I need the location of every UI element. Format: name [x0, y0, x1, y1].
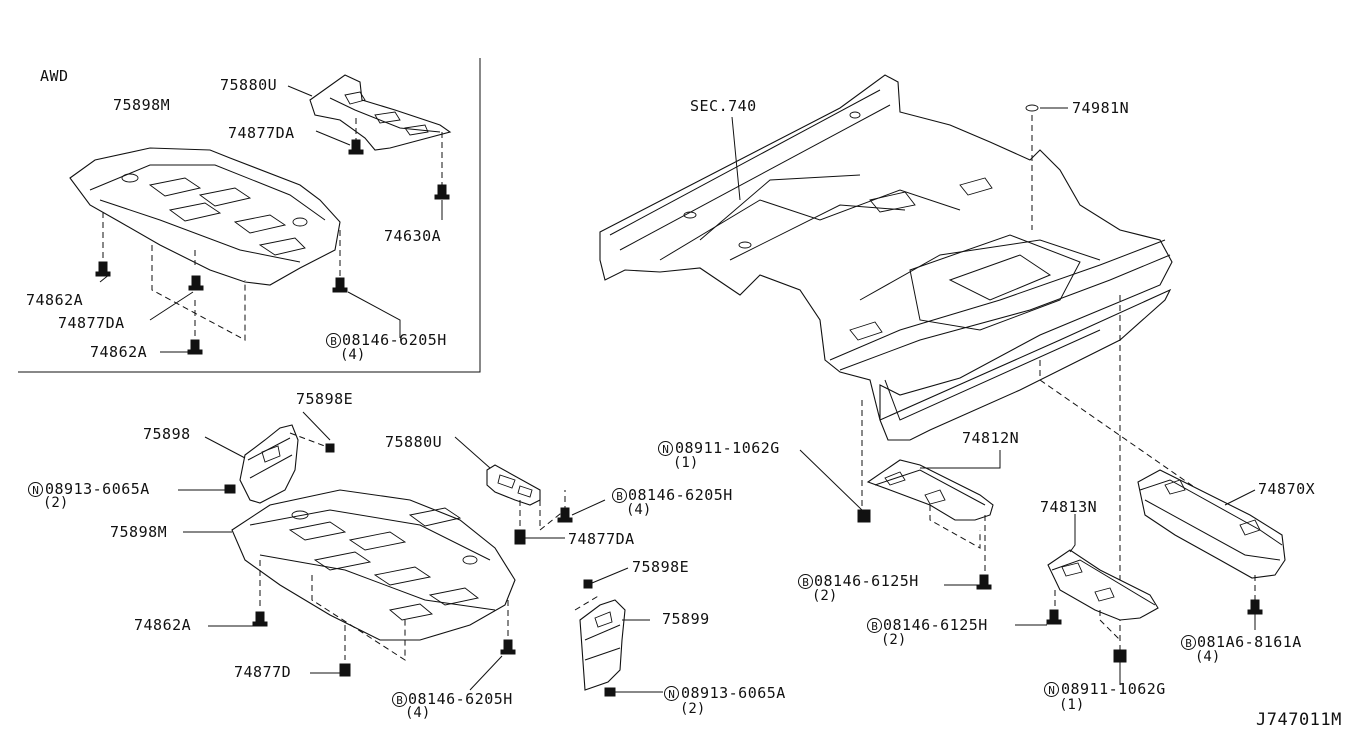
quantity-08146-6205h-awd: (4) — [340, 347, 366, 363]
part-label-08146-6125h-2[interactable]: 08146-6125H — [883, 616, 988, 634]
inset-title-awd: AWD — [40, 67, 69, 85]
part-label-74862a-awd-1[interactable]: 74862A — [26, 291, 84, 309]
bolt-prefix-icon: B — [867, 618, 882, 633]
bracket-74813n-drawing — [1047, 549, 1159, 621]
quantity-08913-6065a-1: (2) — [43, 495, 69, 511]
quantity-081a6-8161a: (4) — [1195, 649, 1221, 665]
quantity-08146-6205h-3: (4) — [405, 705, 431, 721]
bracket-75880u-awd-drawing — [309, 74, 452, 151]
part-label-081a6-8161a[interactable]: 081A6-8161A — [1197, 633, 1302, 651]
bolt-prefix-icon: B — [326, 333, 341, 348]
bolt-prefix-icon: B — [798, 574, 813, 589]
section-label-sec740[interactable]: SEC.740 — [690, 97, 757, 115]
floor-panel-sec740-drawing — [599, 74, 1173, 441]
part-label-75898m[interactable]: 75898M — [110, 523, 168, 541]
undercover-75898m-drawing — [231, 489, 516, 641]
quantity-08146-6125h-2: (2) — [881, 632, 907, 648]
part-label-75880u-awd[interactable]: 75880U — [220, 76, 278, 94]
nut-prefix-icon: N — [1044, 682, 1059, 697]
part-label-08146-6205h-awd[interactable]: 08146-6205H — [342, 331, 447, 349]
splash-shield-75898-drawing — [239, 424, 299, 504]
quantity-08913-6065a-2: (2) — [680, 701, 706, 717]
quantity-08146-6205h-2: (4) — [626, 502, 652, 518]
part-label-74877d[interactable]: 74877D — [234, 663, 292, 681]
nut-prefix-icon: N — [658, 441, 673, 456]
bracket-75880u-drawing — [486, 464, 541, 506]
part-label-08911-1062g-1[interactable]: 08911-1062G — [675, 439, 780, 457]
part-label-74813n[interactable]: 74813N — [1040, 498, 1098, 516]
part-label-08911-1062g-2[interactable]: 08911-1062G — [1061, 680, 1166, 698]
quantity-08911-1062g-1: (1) — [673, 455, 699, 471]
nut-prefix-icon: N — [28, 482, 43, 497]
part-label-08146-6205h-3[interactable]: 08146-6205H — [408, 690, 513, 708]
awd-inset-frame — [18, 58, 481, 373]
part-label-75898m-awd[interactable]: 75898M — [113, 96, 171, 114]
part-label-74812n[interactable]: 74812N — [962, 429, 1020, 447]
part-label-75898e-2[interactable]: 75898E — [632, 558, 690, 576]
bolt-prefix-icon: B — [612, 488, 627, 503]
part-label-75899[interactable]: 75899 — [662, 610, 710, 628]
part-label-08146-6205h-2[interactable]: 08146-6205H — [628, 486, 733, 504]
diagram-id: J747011M — [1256, 710, 1342, 730]
part-label-74877da-awd-top[interactable]: 74877DA — [228, 124, 295, 142]
bolt-prefix-icon: B — [392, 692, 407, 707]
part-label-08913-6065a-1[interactable]: 08913-6065A — [45, 480, 150, 498]
bolt-prefix-icon: B — [1181, 635, 1196, 650]
bracket-74812n-drawing — [866, 459, 994, 521]
part-label-08913-6065a-2[interactable]: 08913-6065A — [681, 684, 786, 702]
part-label-74862a[interactable]: 74862A — [134, 616, 192, 634]
part-label-08146-6125h-1[interactable]: 08146-6125H — [814, 572, 919, 590]
part-label-74981n[interactable]: 74981N — [1072, 99, 1130, 117]
undercover-75898m-awd-drawing — [69, 147, 341, 286]
crossmember-74870x-drawing — [1137, 469, 1286, 579]
part-label-74862a-awd-2[interactable]: 74862A — [90, 343, 148, 361]
part-label-74630a[interactable]: 74630A — [384, 227, 442, 245]
splash-shield-75899-drawing — [579, 599, 626, 691]
quantity-08911-1062g-2: (1) — [1059, 697, 1085, 713]
part-label-75898e-1[interactable]: 75898E — [296, 390, 354, 408]
part-label-74877da-awd-2[interactable]: 74877DA — [58, 314, 125, 332]
part-label-74877da[interactable]: 74877DA — [568, 530, 635, 548]
quantity-08146-6125h-1: (2) — [812, 588, 838, 604]
part-label-74870x[interactable]: 74870X — [1258, 480, 1316, 498]
nut-prefix-icon: N — [664, 686, 679, 701]
part-label-75880u[interactable]: 75880U — [385, 433, 443, 451]
part-label-75898[interactable]: 75898 — [143, 425, 191, 443]
